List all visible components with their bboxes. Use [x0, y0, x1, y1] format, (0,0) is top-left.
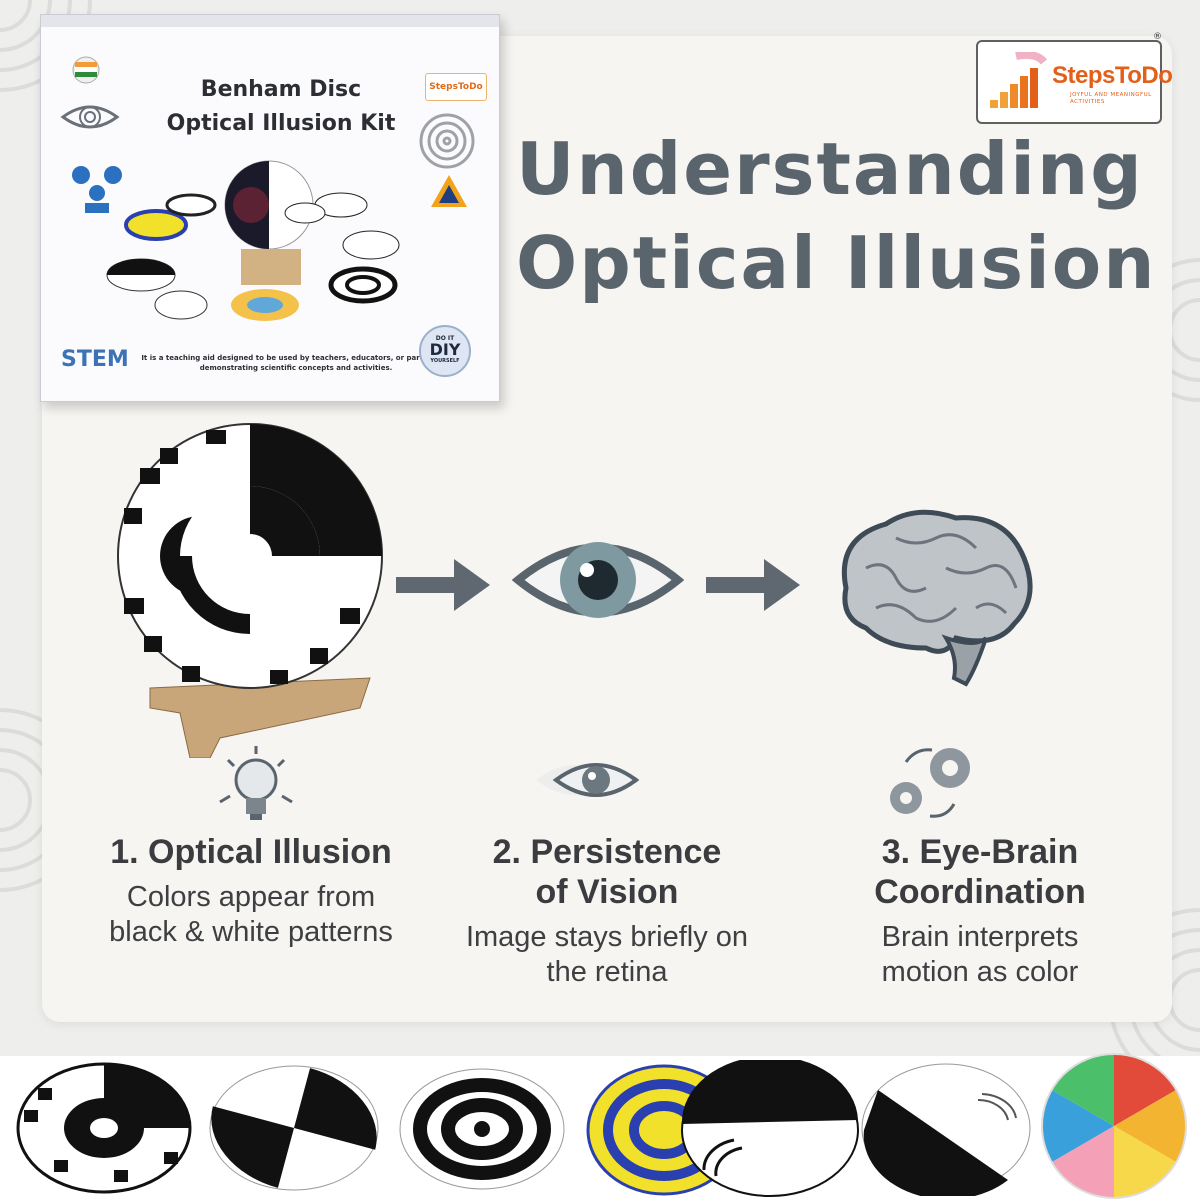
step-1-description: Colors appear from black & white pattern…: [109, 881, 393, 948]
logo-name: StepsToDo: [1052, 62, 1173, 89]
step-3-title: 3. Eye-Brain Coordination: [874, 833, 1086, 911]
benham-disc-on-stand: [117, 423, 383, 758]
diy-badge-bottom: YOURSELF: [430, 358, 460, 364]
flag-icon: [72, 56, 100, 84]
eye-icon: [512, 542, 684, 618]
box-caption: It is a teaching aid designed to be used…: [141, 354, 451, 372]
box-title-line1: Benham Disc: [200, 77, 362, 102]
brand-logo: StepsToDo JOYFUL AND MEANINGFUL ACTIVITI…: [976, 32, 1173, 124]
stem-label: STEM: [61, 347, 129, 372]
disc-quadrants: [209, 1065, 379, 1191]
gears-icon: [890, 748, 970, 818]
logo-tagline: JOYFUL AND MEANINGFUL ACTIVITIES: [1070, 92, 1152, 105]
idea-gear-icon: [72, 166, 122, 213]
arrow-right-icon: [706, 559, 800, 611]
step-1-title: 1. Optical Illusion: [110, 833, 392, 871]
diy-badge-top: DO IT: [435, 335, 455, 342]
box-lid: [41, 15, 499, 27]
brain-icon: [841, 509, 1033, 687]
diy-badge: DO IT DIY YOURSELF: [419, 325, 471, 377]
diy-badge-mid: DIY: [429, 340, 461, 359]
step-2-title: 2. Persistence of Vision: [492, 833, 722, 911]
step-persistence-of-vision: 2. Persistence of Vision Image stays bri…: [452, 832, 762, 990]
headline: Understanding Optical Illusion: [516, 122, 1166, 310]
light-bulb-icon: [219, 746, 293, 820]
step-2-description: Image stays briefly on the retina: [465, 921, 749, 988]
disc-diagonal-half: [861, 1063, 1031, 1196]
headline-line1: Understanding: [516, 127, 1144, 211]
disc-color-wheel: [1041, 1053, 1187, 1199]
disc-spiral: [399, 1068, 565, 1190]
step-optical-illusion: 1. Optical Illusion Colors appear from b…: [76, 832, 426, 950]
logo-registered-mark: ®: [1153, 32, 1162, 42]
step-3-description: Brain interprets motion as color: [881, 921, 1079, 988]
eye-spiral-icon: [60, 105, 120, 129]
disc-yellow-spiral-and-half: [586, 1060, 859, 1197]
spiral-icon: [419, 113, 475, 169]
box-disc-collage: [106, 160, 400, 321]
disc-checker-ring: [16, 1062, 192, 1194]
step-eye-brain-coordination: 3. Eye-Brain Coordination Brain interpre…: [820, 832, 1140, 990]
box-brand-logo: StepsToDo: [425, 73, 487, 101]
headline-line2: Optical Illusion: [516, 221, 1157, 305]
stairs-logo-icon: [990, 52, 1048, 108]
product-box-image: Benham Disc Optical Illusion Kit StepsTo…: [40, 14, 500, 402]
box-title-line2: Optical Illusion Kit: [166, 111, 396, 136]
eye-motion-icon: [536, 763, 640, 797]
triangle-logo-icon: [431, 175, 467, 207]
box-title: Benham Disc Optical Illusion Kit: [131, 73, 431, 141]
arrow-right-icon: [396, 559, 490, 611]
